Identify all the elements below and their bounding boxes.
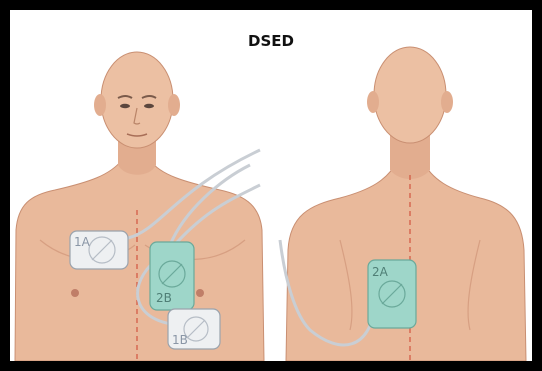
front-right-ear xyxy=(168,94,180,116)
front-torso xyxy=(15,160,264,361)
pad-2b-label: 2B xyxy=(156,291,172,305)
front-head xyxy=(101,52,173,148)
pad-1b: 1B xyxy=(168,309,220,349)
pad-2b: 2B xyxy=(150,242,194,310)
illustration: 1A 2B 1B xyxy=(10,10,532,361)
pad-1b-label: 1B xyxy=(172,333,188,347)
right-nipple xyxy=(196,289,204,297)
pad-1a-label: 1A xyxy=(74,235,91,249)
back-right-ear xyxy=(441,91,453,113)
back-head xyxy=(374,47,446,143)
left-nipple xyxy=(71,289,79,297)
right-eye xyxy=(144,104,154,108)
front-left-ear xyxy=(94,94,106,116)
front-figure xyxy=(15,52,264,361)
back-left-ear xyxy=(367,91,379,113)
pad-2a-label: 2A xyxy=(372,265,389,279)
left-eye xyxy=(120,104,130,108)
pad-2a: 2A xyxy=(368,260,416,328)
pad-1a: 1A xyxy=(70,231,128,269)
diagram-title: DSED xyxy=(10,32,532,50)
